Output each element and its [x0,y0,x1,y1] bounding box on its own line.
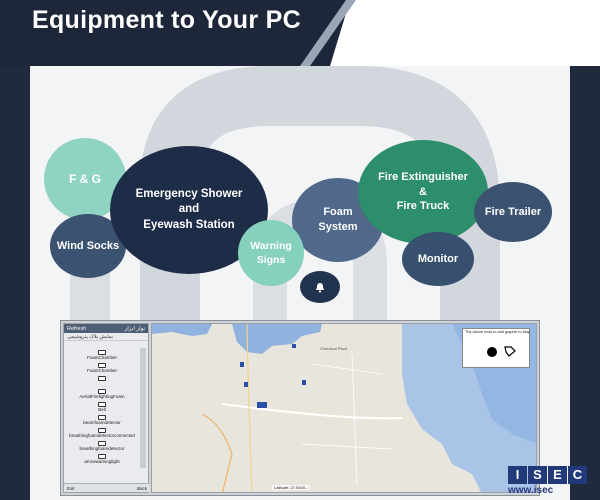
bubble-bell[interactable] [300,271,340,303]
list-item[interactable]: FoamChamber [66,363,138,375]
toolbar-sidebar: Refresh نوار ابزار نمایش پلاک پتروشیمی F… [63,323,150,493]
tool-icon [98,350,106,355]
tool-icon [98,402,106,407]
list-item[interactable]: Bell [66,402,138,414]
tool-icon [98,428,106,433]
list-item[interactable]: AerialFirefightingFoam [66,389,138,401]
polygon-tool-icon[interactable] [503,345,517,357]
back-button[interactable]: Back [136,485,147,491]
header-wedge-decoration [300,0,600,66]
sidebar-sub-header: نمایش پلاک پتروشیمی [64,333,148,341]
toolbar-label: نوار ابزار [124,325,145,332]
bubble-monitor[interactable]: Monitor [402,232,474,286]
map-view[interactable]: Chemical Plant The Above tools to add gr… [151,323,537,493]
show-plates-checkbox[interactable]: نمایش پلاک پتروشیمی [67,334,114,340]
tool-icon [98,363,106,368]
content-panel: F & G Wind Socks Emergency Shower and Ey… [30,66,570,500]
bubble-fire-trailer[interactable]: Fire Trailer [474,182,552,242]
sidebar-scrollbar[interactable] [140,348,146,468]
bubble-fire-extinguisher[interactable]: Fire Extinguisher & Fire Truck [358,140,488,244]
tool-icon [98,454,106,459]
app-screenshot: Refresh نوار ابزار نمایش پلاک پتروشیمی F… [60,320,540,496]
tool-icon [98,376,106,381]
sidebar-footer: Exit Back [64,483,150,492]
tool-icon [98,389,106,394]
sidebar-header: Refresh نوار ابزار [64,324,148,333]
list-item[interactable]: FoamChamber [66,350,138,362]
list-item[interactable]: breathingfoamdetector [66,441,138,453]
list-item[interactable]: beamfoamdetector [66,415,138,427]
logo-url: www.isec [508,485,554,496]
bell-icon [316,282,324,293]
coordinate-readout: Latitude: 27.5400... [272,485,311,490]
bubble-warning-signs[interactable]: Warning Signs [238,220,304,286]
list-item[interactable] [66,376,138,388]
map-poi-label: Chemical Plant [320,346,347,351]
list-item[interactable]: arrowwarninglight [66,454,138,466]
tool-list: FoamChamber FoamChamber AerialFirefighti… [66,350,138,467]
refresh-button[interactable]: Refresh [67,325,87,332]
exit-button[interactable]: Exit [67,485,75,491]
tool-icon [98,415,106,420]
page-title: Equipment to Your PC [32,6,301,34]
circle-tool-icon[interactable] [487,347,497,357]
tool-icon [98,441,106,446]
graphics-tool-panel: The Above tools to add graphic to Map [462,328,530,368]
list-item[interactable]: breathingfoamdetectorconnected [66,428,138,440]
graphics-tool-caption: The Above tools to add graphic to Map [465,330,531,334]
header-bar: Equipment to Your PC [0,0,600,66]
